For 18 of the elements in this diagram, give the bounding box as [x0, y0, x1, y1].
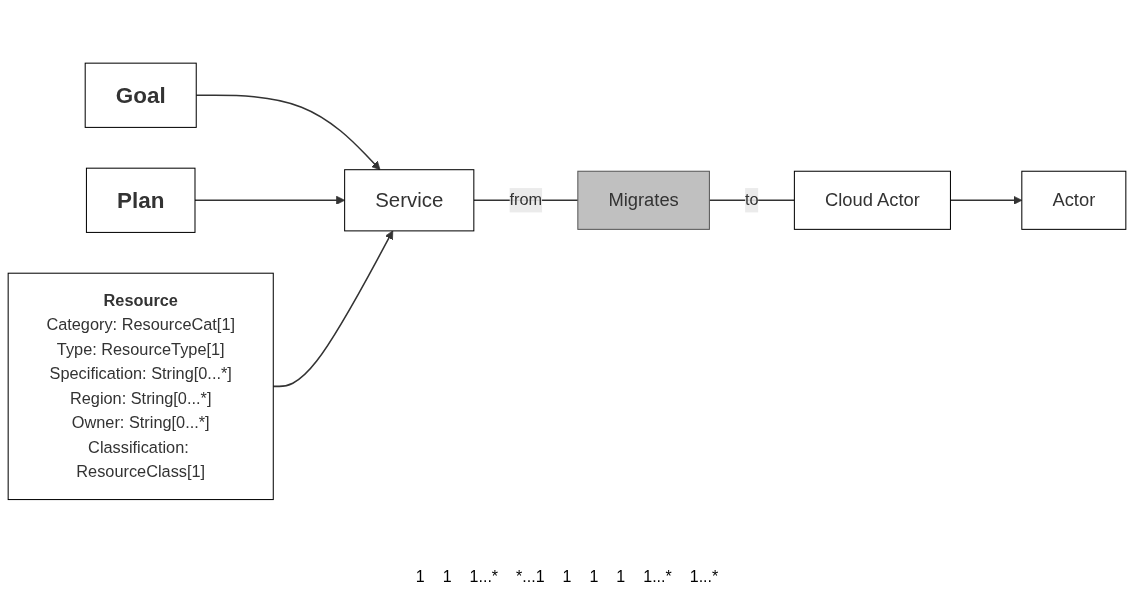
multiplicity-label: 1...*	[689, 568, 719, 586]
multiplicity-label: 1	[589, 568, 599, 586]
multiplicity-label: *...1	[516, 568, 545, 586]
multiplicity-label: 1	[415, 568, 425, 586]
node-box: Service	[344, 168, 475, 232]
multiplicity-label: 1	[442, 568, 452, 586]
multiplicity-label: 1...*	[469, 568, 499, 586]
node-box: Plan	[85, 167, 196, 233]
node-box: Actor	[1021, 170, 1127, 230]
node-box: Cloud Actor	[793, 170, 951, 230]
edge-label: to	[745, 190, 759, 209]
node-box: Migrates	[577, 170, 710, 230]
multiplicity-label: 1	[562, 568, 572, 586]
edge-label: from	[509, 190, 543, 209]
multiplicity-label: 1...*	[643, 568, 672, 586]
multiplicity-label: 1	[616, 568, 626, 586]
node-box: Resource Category: ResourceCat[1] Type: ResourceType[1] Specification: String[0...*] Region: String[0...*] Owner: String[0...*] Classification: ResourceClass[1]	[7, 272, 274, 500]
node-box: Goal	[84, 62, 197, 128]
